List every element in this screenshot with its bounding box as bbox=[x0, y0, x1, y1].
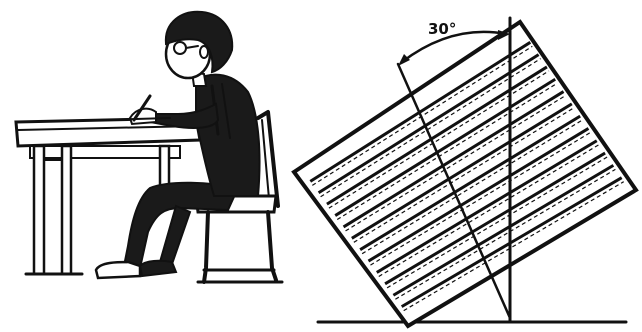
desk-leg bbox=[62, 146, 71, 274]
desk-leg bbox=[34, 146, 44, 274]
arrow-head bbox=[398, 54, 410, 66]
pupil-shoe bbox=[96, 262, 140, 278]
pupil bbox=[96, 12, 260, 278]
pupil-torso bbox=[196, 75, 260, 196]
pupil-shoe bbox=[140, 261, 176, 276]
desk-front-panel bbox=[30, 146, 180, 158]
angle-label: 30° bbox=[428, 20, 456, 38]
desk-leg bbox=[160, 146, 169, 186]
tilted-board bbox=[294, 22, 636, 326]
board-outline bbox=[294, 22, 636, 326]
pupil-arm bbox=[150, 104, 218, 128]
pupil-hand bbox=[130, 109, 156, 124]
